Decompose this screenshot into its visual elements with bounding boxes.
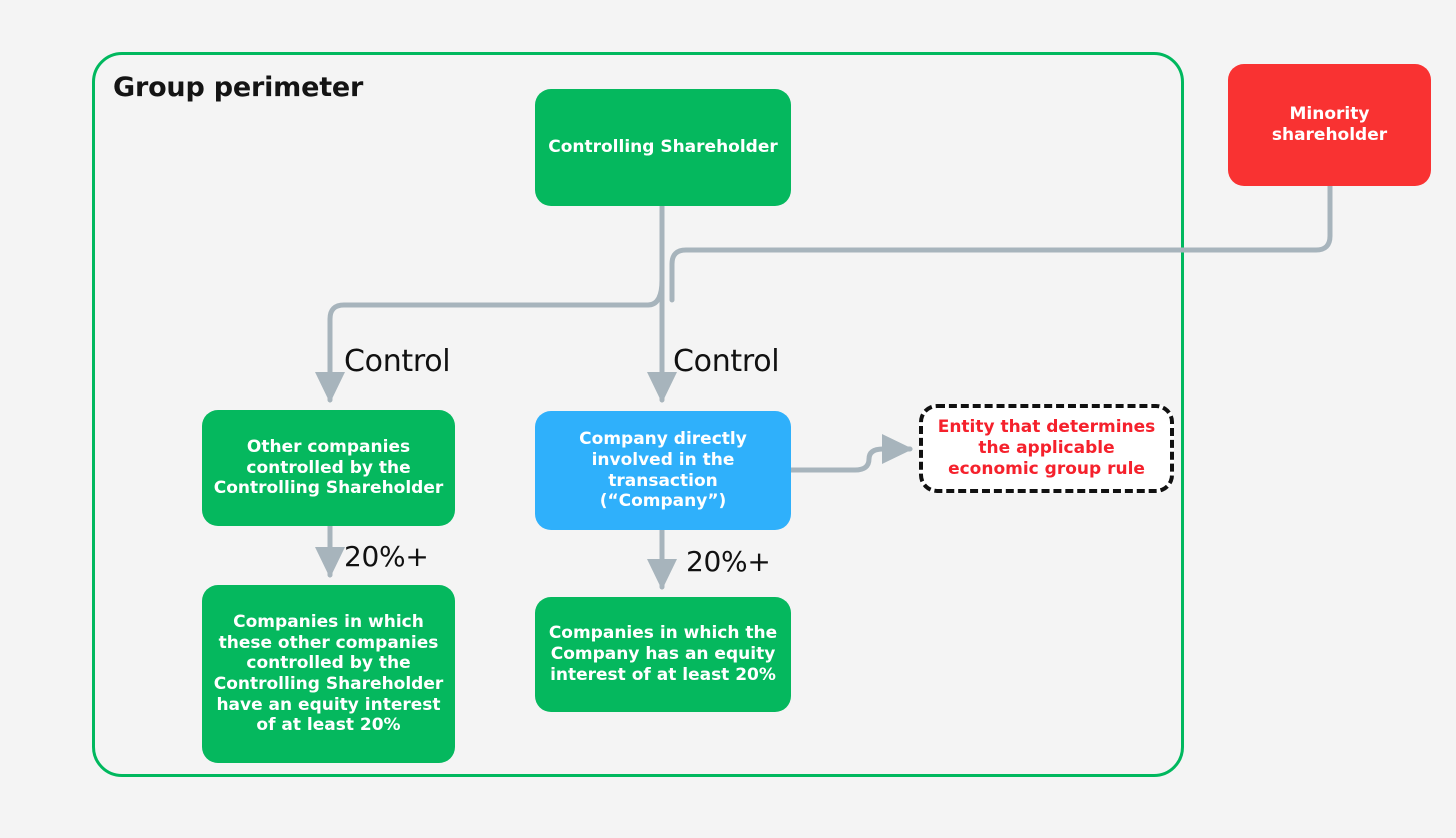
node-entity-rule-label: Entity that determines the applicable ec… bbox=[937, 417, 1156, 479]
node-other-companies[interactable]: Other companies controlled by the Contro… bbox=[202, 410, 455, 526]
edge-label-control-left: Control bbox=[344, 344, 451, 379]
edge-label-percent-right: 20%+ bbox=[686, 545, 771, 578]
group-perimeter-label: Group perimeter bbox=[113, 72, 364, 103]
node-subsidiaries-of-other-companies[interactable]: Companies in which these other companies… bbox=[202, 585, 455, 763]
node-controlling-shareholder[interactable]: Controlling Shareholder bbox=[535, 89, 791, 206]
node-subsidiaries-of-other-companies-label: Companies in which these other companies… bbox=[213, 611, 444, 736]
edge-label-percent-left: 20%+ bbox=[344, 540, 429, 573]
node-other-companies-label: Other companies controlled by the Contro… bbox=[213, 436, 444, 499]
node-minority-shareholder[interactable]: Minority shareholder bbox=[1228, 64, 1431, 186]
node-subsidiaries-of-company-label: Companies in which the Company has an eq… bbox=[548, 623, 778, 685]
node-minority-shareholder-label: Minority shareholder bbox=[1271, 104, 1388, 145]
node-subsidiaries-of-company[interactable]: Companies in which the Company has an eq… bbox=[535, 597, 791, 712]
node-company[interactable]: Company directly involved in the transac… bbox=[535, 411, 791, 530]
node-company-label: Company directly involved in the transac… bbox=[579, 429, 747, 512]
edge-label-control-right: Control bbox=[673, 344, 780, 379]
group-perimeter-boundary bbox=[92, 52, 1184, 777]
node-controlling-shareholder-label: Controlling Shareholder bbox=[548, 137, 778, 158]
node-entity-rule[interactable]: Entity that determines the applicable ec… bbox=[919, 404, 1174, 493]
